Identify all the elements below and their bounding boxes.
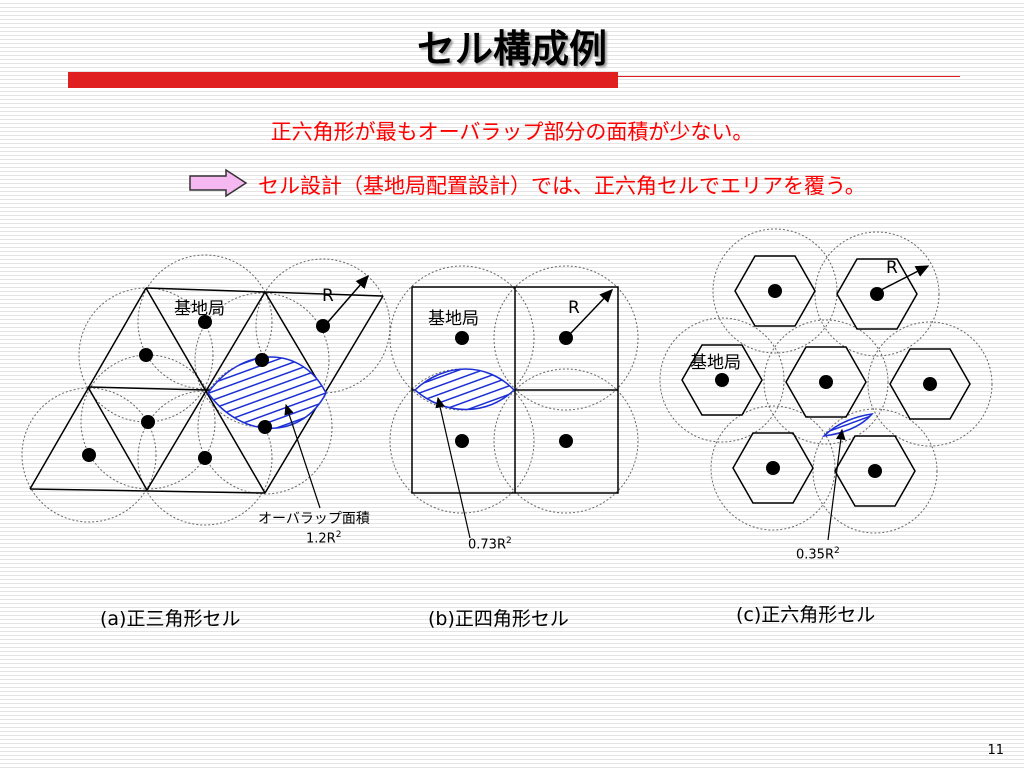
square-cell-diagram — [389, 265, 639, 539]
hexagon-overlap-value: 0.35R2 — [796, 546, 840, 563]
right-arrow-icon — [189, 168, 248, 198]
square-base-stations — [455, 331, 573, 448]
hexagon-coverage-circles — [659, 228, 993, 534]
title-underline-rule — [618, 76, 960, 77]
conclusion-text: セル設計（基地局配置設計）では、正六角セルでエリアを覆う。 — [258, 174, 866, 198]
square-overlap-value: 0.73R2 — [468, 536, 512, 553]
square-overlap-pointer — [435, 396, 471, 539]
square-radius-label: R — [568, 298, 580, 318]
triangle-cell-diagram — [21, 254, 391, 526]
slide-title: セル構成例 — [416, 27, 607, 71]
triangle-caption: (a)正三角形セル — [100, 608, 241, 630]
triangle-radius-arrow — [327, 274, 369, 323]
square-overlap-area — [413, 368, 516, 411]
triangle-overlap-area — [207, 356, 327, 429]
hexagon-overlap-pointer — [827, 428, 846, 541]
square-radius-arrow — [569, 288, 614, 335]
triangle-station-label: 基地局 — [174, 299, 225, 319]
triangle-radius-label: R — [322, 286, 334, 306]
page-number: 11 — [987, 743, 1004, 758]
triangle-base-stations — [82, 315, 330, 465]
hexagon-station-label: 基地局 — [690, 353, 741, 373]
hexagon-grid — [681, 255, 971, 507]
square-station-label: 基地局 — [428, 309, 479, 329]
statement-text: 正六角形が最もオーバラップ部分の面積が少ない。 — [270, 120, 754, 144]
square-caption: (b)正四角形セル — [428, 608, 569, 630]
title-underline-bar — [68, 72, 618, 88]
triangle-overlap-pointer — [284, 403, 321, 509]
hexagon-cell-diagram — [659, 228, 993, 541]
triangle-overlap-value: 1.2R2 — [306, 530, 342, 547]
triangle-overlap-label: オーバラップ面積 — [258, 511, 370, 527]
hexagon-radius-arrow — [880, 265, 930, 291]
hexagon-caption: (c)正六角形セル — [736, 604, 876, 626]
hexagon-base-stations — [715, 284, 937, 478]
hexagon-radius-label: R — [886, 258, 898, 278]
